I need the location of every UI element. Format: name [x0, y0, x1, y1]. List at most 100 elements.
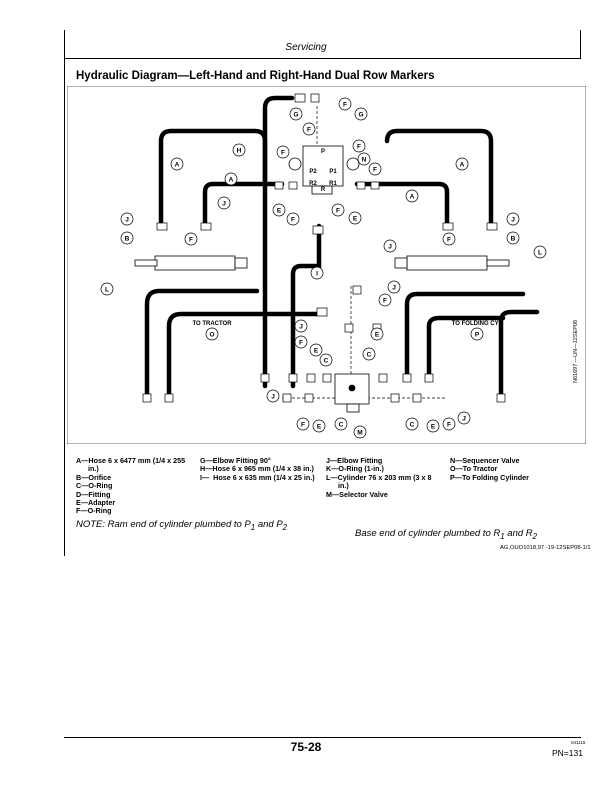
footer-rule: [64, 737, 581, 738]
svg-text:F: F: [447, 237, 451, 244]
callout-j: J: [217, 196, 231, 210]
svg-text:J: J: [462, 416, 466, 423]
callout-f: F: [338, 97, 352, 111]
callout-c: C: [362, 347, 376, 361]
svg-text:F: F: [291, 217, 295, 224]
callout-b: B: [506, 231, 520, 245]
svg-text:F: F: [357, 144, 361, 151]
callout-i: I: [310, 266, 324, 280]
svg-text:B: B: [125, 236, 130, 243]
svg-text:A: A: [410, 194, 415, 201]
callout-f: F: [184, 232, 198, 246]
callout-a: A: [224, 172, 238, 186]
svg-text:E: E: [375, 332, 380, 339]
frame-right-upper: [580, 30, 581, 58]
svg-text:E: E: [314, 348, 319, 355]
svg-text:J: J: [125, 217, 129, 224]
callout-e: E: [309, 343, 323, 357]
callout-f: F: [368, 162, 382, 176]
svg-text:F: F: [447, 422, 451, 429]
frame-left: [64, 58, 65, 556]
header-rule: [64, 58, 581, 59]
svg-text:F: F: [343, 102, 347, 109]
callout-j: J: [266, 389, 280, 403]
svg-text:F: F: [281, 150, 285, 157]
svg-text:G: G: [293, 112, 298, 119]
port-p1-label: P1: [329, 169, 337, 175]
callout-j: J: [506, 212, 520, 226]
svg-text:F: F: [383, 298, 387, 305]
svg-text:G: G: [358, 112, 363, 119]
svg-text:F: F: [189, 237, 193, 244]
svg-text:B: B: [511, 236, 516, 243]
callout-a: A: [455, 157, 469, 171]
callout-c: C: [405, 417, 419, 431]
port-r1-label: R1: [329, 181, 337, 187]
reference-id: AG,OUO1018,97 -19-12SEP08-1/1: [500, 545, 591, 551]
page-title: Hydraulic Diagram—Left-Hand and Right-Ha…: [76, 70, 435, 82]
legend-col-1: A—Hose 6 x 6477 mm (1/4 x 255 in.) B—Ori…: [76, 456, 186, 516]
svg-text:M: M: [357, 430, 362, 437]
svg-text:A: A: [229, 177, 234, 184]
svg-text:E: E: [353, 216, 358, 223]
callout-e: E: [272, 203, 286, 217]
callout-f: F: [442, 232, 456, 246]
callout-e: E: [426, 419, 440, 433]
svg-text:C: C: [339, 422, 344, 429]
callout-g: G: [289, 107, 303, 121]
page-number: 75-28: [290, 740, 322, 754]
svg-text:L: L: [105, 287, 109, 294]
callout-a: A: [405, 189, 419, 203]
callout-b: B: [120, 231, 134, 245]
port-r2-label: R2: [309, 181, 317, 187]
callout-f: F: [442, 417, 456, 431]
callout-j: J: [120, 212, 134, 226]
svg-text:P: P: [475, 332, 480, 339]
svg-text:J: J: [299, 324, 303, 331]
hydraulic-diagram: P P2 P1 R2 R1 R F: [67, 86, 586, 444]
callout-f: F: [294, 335, 308, 349]
callout-j: J: [383, 239, 397, 253]
svg-text:J: J: [271, 394, 275, 401]
callout-a: A: [170, 157, 184, 171]
svg-text:A: A: [175, 162, 180, 169]
svg-text:F: F: [301, 422, 305, 429]
port-r-label: R: [321, 187, 326, 193]
svg-text:J: J: [392, 285, 396, 292]
svg-text:E: E: [277, 208, 282, 215]
pn-number: PN=131: [552, 748, 583, 758]
callout-f: F: [276, 145, 290, 159]
svg-text:C: C: [410, 422, 415, 429]
callout-e: E: [370, 327, 384, 341]
port-p-label: P: [321, 149, 325, 155]
callout-f: F: [286, 212, 300, 226]
callout-f: F: [296, 417, 310, 431]
frame-left-upper: [64, 30, 65, 58]
svg-text:J: J: [511, 217, 515, 224]
callout-n: N: [357, 152, 371, 166]
callout-e: E: [348, 211, 362, 225]
callout-e: E: [312, 419, 326, 433]
svg-text:L: L: [538, 250, 542, 257]
svg-text:E: E: [317, 424, 322, 431]
port-p2-label: P2: [309, 169, 317, 175]
callout-m: M: [353, 425, 367, 439]
note-ram-end: NOTE: Ram end of cylinder plumbed to P1 …: [76, 519, 288, 532]
footer-code: 041115: [571, 740, 586, 745]
svg-text:A: A: [460, 162, 465, 169]
section-header: Servicing: [285, 42, 327, 53]
svg-text:O: O: [209, 332, 214, 339]
svg-text:C: C: [324, 358, 329, 365]
svg-text:J: J: [388, 244, 392, 251]
svg-text:F: F: [336, 208, 340, 215]
note-base-end: Base end of cylinder plumbed to R1 and R…: [355, 528, 538, 541]
svg-text:F: F: [299, 340, 303, 347]
svg-text:F: F: [307, 127, 311, 134]
callout-f: F: [302, 122, 316, 136]
legend-col-2: G—Elbow Fitting 90°H—Hose 6 x 965 mm (1/…: [200, 456, 315, 482]
to-tractor-label: TO TRACTOR: [192, 321, 232, 327]
callout-f: F: [378, 293, 392, 307]
svg-text:J: J: [222, 201, 226, 208]
